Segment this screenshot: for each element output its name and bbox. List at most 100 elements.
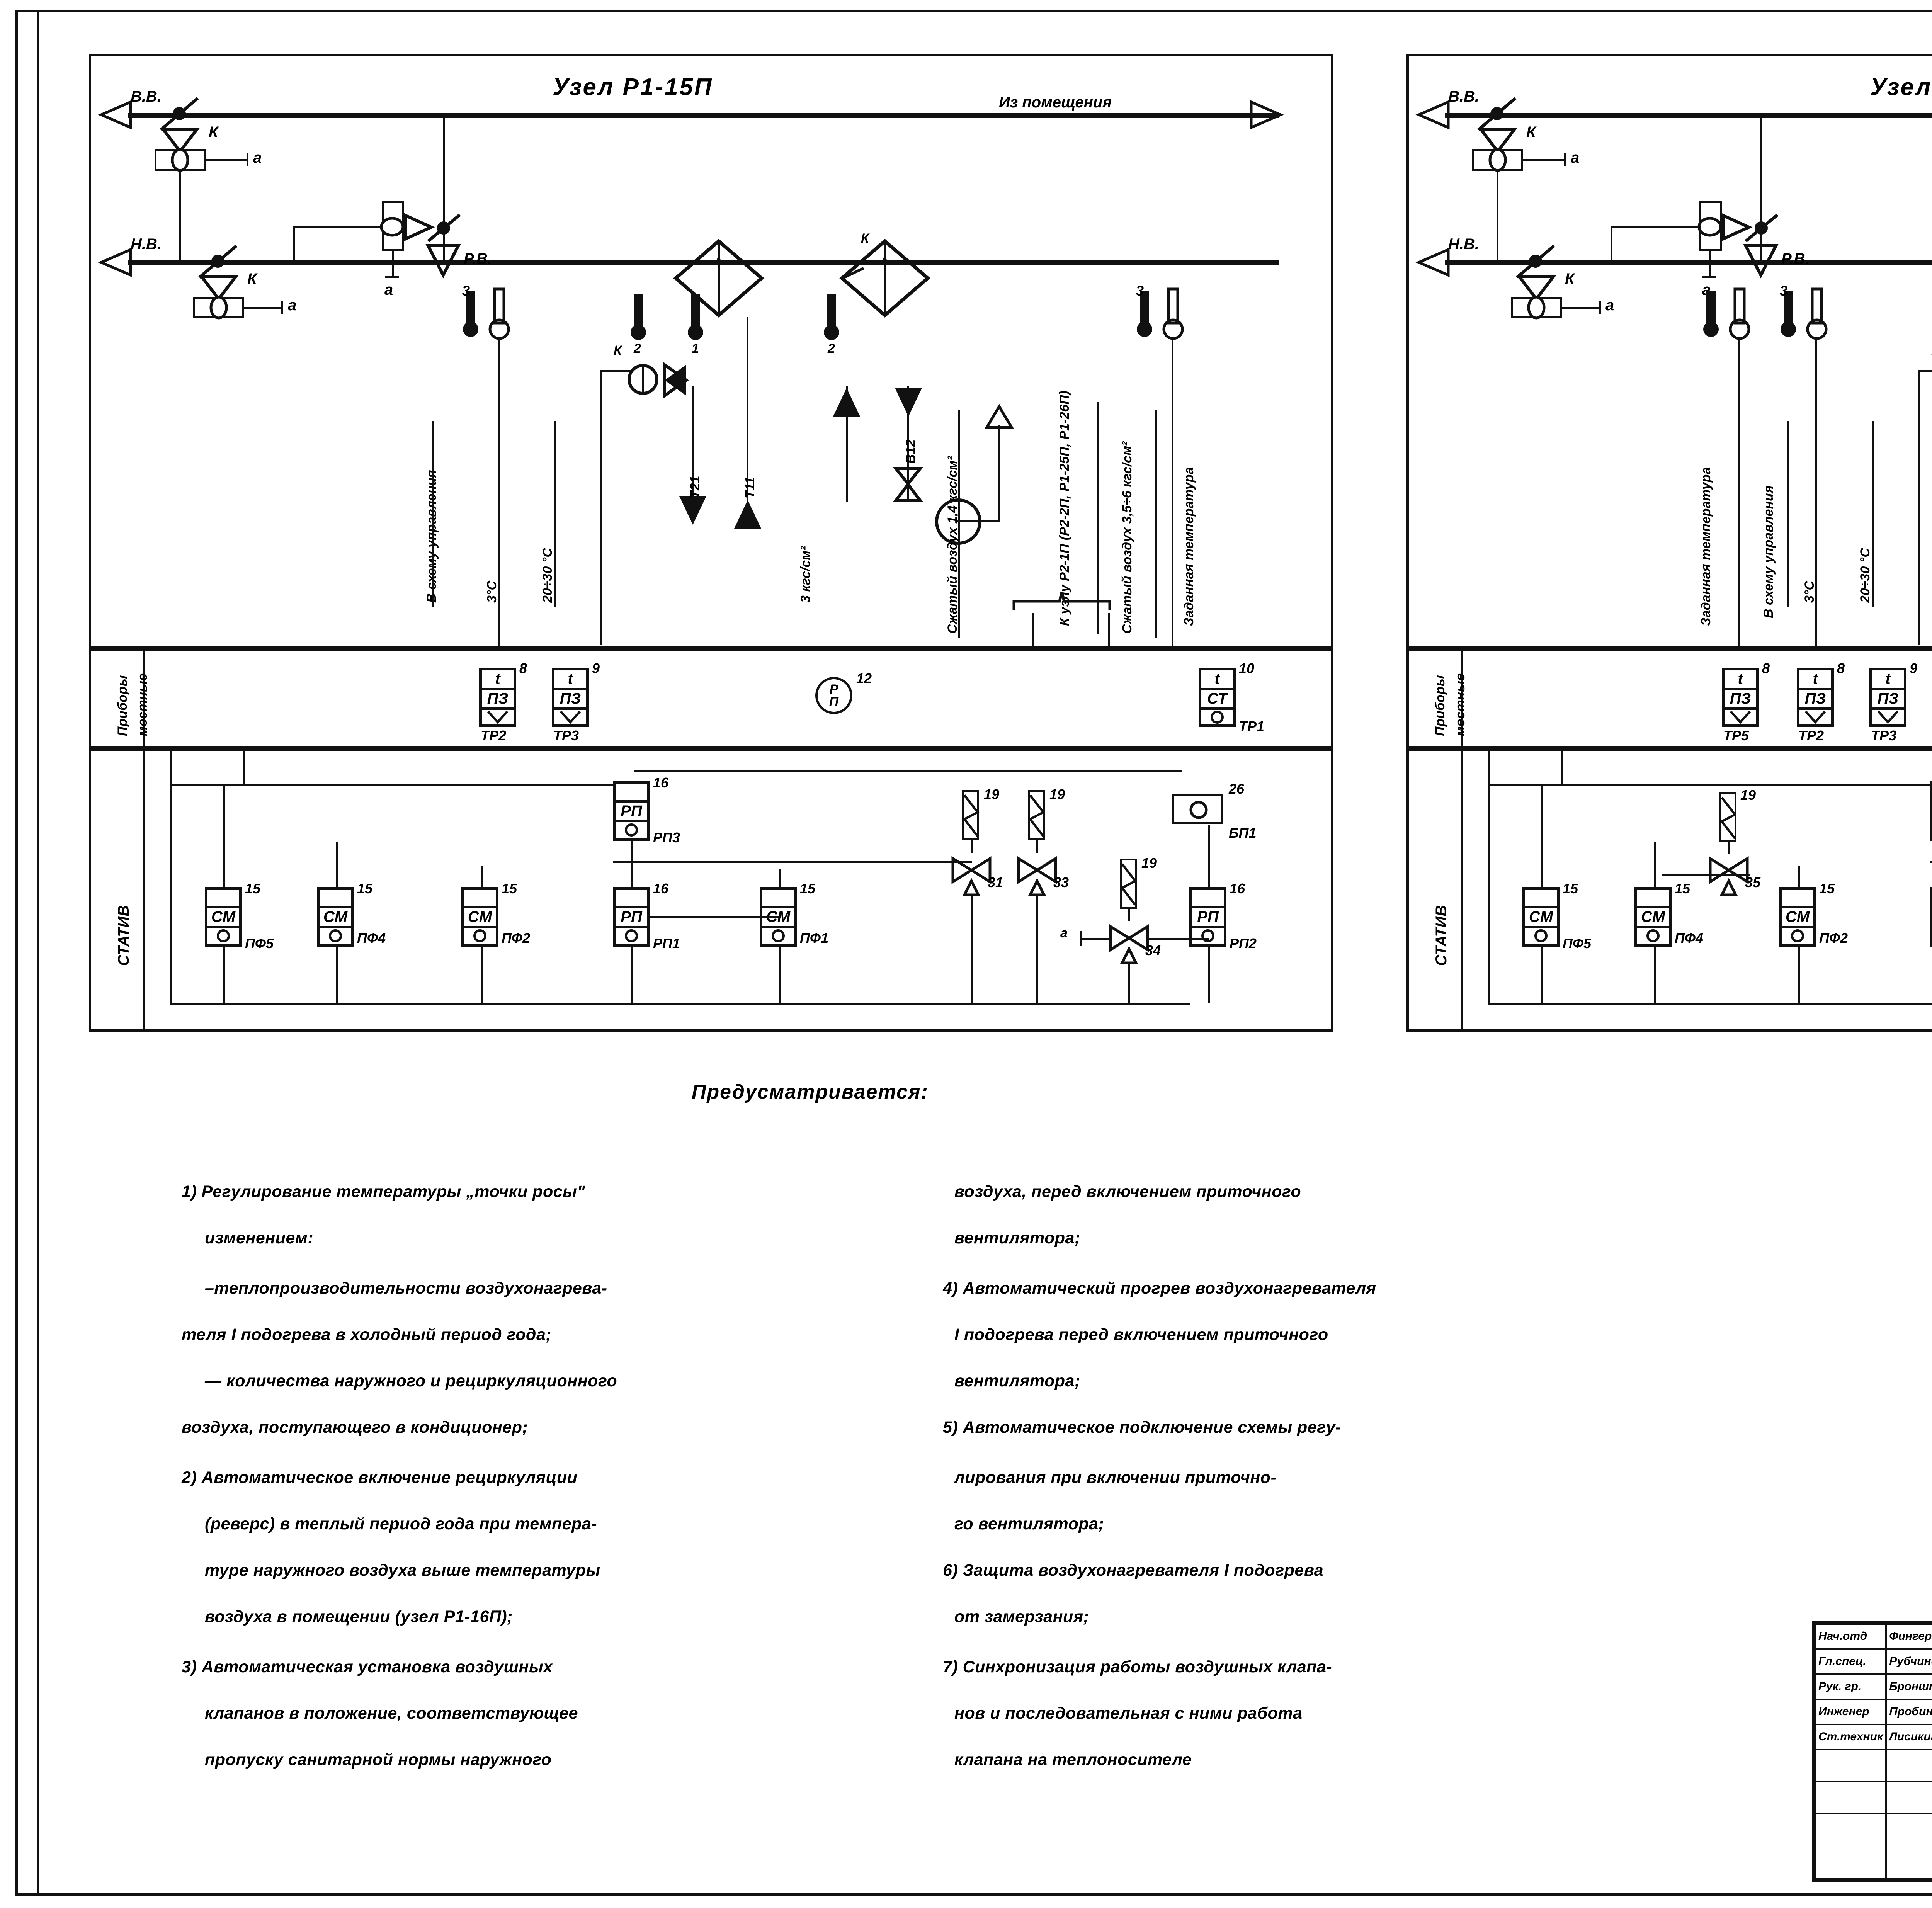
damper-actuator-bottom-right (1516, 275, 1557, 302)
label-valve-k-left: К (614, 343, 622, 358)
duct-top-right (1445, 113, 1932, 118)
rack-riser-left-6 (1208, 947, 1210, 1003)
rack-drop-left-4 (631, 841, 633, 889)
rp1-row1: РП (616, 908, 647, 928)
lead-a-bottom-left (244, 307, 283, 309)
pf4r-circle (1646, 929, 1660, 943)
instrument-pf5-left[interactable]: СМ (205, 887, 242, 947)
vlabel-rule-right-2 (1815, 421, 1817, 607)
label-damper-k-bottom-left: К (247, 270, 257, 287)
booster-left[interactable] (1172, 794, 1223, 824)
note-line: туре наружного воздуха выше температуры (205, 1561, 600, 1580)
valve-lead-left (601, 370, 631, 372)
rack-drop-right-1 (1541, 784, 1543, 888)
name-pf1-left: ПФ1 (800, 930, 829, 946)
note-line: воздуха в помещении (узел Р1-16П); (205, 1607, 513, 1626)
rack-drop-right-2 (1654, 842, 1656, 889)
rack-drop-left-3 (481, 866, 483, 889)
note-line: изменением: (205, 1229, 314, 1247)
vlabel-right-2: 3°С (1802, 580, 1817, 603)
arrow-in-vv-left (98, 100, 132, 130)
vlabel-rule-left-2 (554, 421, 556, 607)
instrument-rp2-left[interactable]: РП (1189, 887, 1226, 947)
heater-2-left (839, 239, 930, 318)
note-line: — количества наружного и рециркуляционно… (205, 1372, 617, 1390)
tb-blank-r6-c0 (1814, 1780, 1887, 1815)
instrument-rp-round-row0: Р (829, 682, 838, 697)
note-line: 5) Автоматическое подключение схемы регу… (943, 1418, 1341, 1437)
vlabel-rule-right-1 (1787, 421, 1789, 607)
instrument-pf2-right[interactable]: СМ (1779, 887, 1816, 947)
manual-a-lead-left (1082, 938, 1111, 940)
instrument-tr5-right[interactable]: t ПЗ (1722, 668, 1759, 727)
instrument-tr3-right[interactable]: t ПЗ (1869, 668, 1906, 727)
tag-sensor-3r-left: 3 (1136, 283, 1144, 299)
name-tr2-right: ТР2 (1798, 728, 1824, 743)
note-line: (реверс) в теплый период года при темпер… (205, 1515, 597, 1533)
rack-link-left-b (1149, 938, 1209, 940)
rack-bus-right-4 (1488, 1003, 1932, 1005)
label-b12-left: В12 (903, 439, 918, 464)
instrument-tr2-left[interactable]: t ПЗ (479, 668, 516, 727)
note-line: лирования при включении приточно- (954, 1468, 1277, 1487)
tag-pf2-right: 15 (1819, 881, 1835, 896)
label-heater2-k-left: К (861, 231, 869, 246)
tr5-row2 (1725, 710, 1756, 724)
label-valve-35-right: 35 (1745, 874, 1761, 890)
rack-riser-left-1 (223, 947, 225, 1003)
rack-riser-left-3 (481, 947, 483, 1003)
instrument-tr1-row1: СТ (1201, 690, 1233, 710)
note-line: клапанов в положение, соответствующее (205, 1704, 578, 1723)
name-rp3-left: РП3 (653, 830, 680, 845)
tag-sensor-left-1: 2 (634, 341, 641, 356)
instrument-rp-round-left[interactable]: Р П (815, 677, 852, 714)
tb-role-1: Гл.спец. (1814, 1648, 1887, 1675)
instrument-pf5-right[interactable]: СМ (1522, 887, 1560, 947)
row-label-rack-right: СТАТИВ (1433, 905, 1450, 966)
instrument-rp3-left[interactable]: РП (613, 781, 650, 841)
row-sep-local-bot-right (1409, 746, 1932, 751)
instrument-tr2-row2 (482, 710, 514, 724)
instrument-tr3-left[interactable]: t ПЗ (552, 668, 589, 727)
row-label-local-b-left: местные (135, 673, 150, 736)
rp1-row2 (616, 928, 647, 944)
row-col-left-2 (143, 746, 145, 1030)
tag-sensor-left-2: 1 (692, 341, 699, 356)
tag-tr3-left: 9 (592, 660, 600, 676)
rack-drop-right-3 (1798, 866, 1800, 889)
instrument-rp1-left[interactable]: РП (613, 887, 650, 947)
solenoid-coil-31-zig-left (963, 794, 980, 837)
label-valve-31-left: 31 (988, 874, 1003, 890)
lead-a-tick-bottom-right (1599, 301, 1601, 314)
pf1-row0 (762, 890, 794, 908)
pf2-circle (473, 929, 486, 943)
instrument-pf4-left[interactable]: СМ (317, 887, 354, 947)
rack-drop-left-7 (971, 840, 973, 853)
label-manual-a-left: а (1060, 926, 1068, 940)
rv-actuator-left (404, 213, 435, 241)
lead-a-tick-top-left (247, 153, 248, 166)
instrument-pf2-left[interactable]: СМ (461, 887, 498, 947)
row-col-right-1 (1461, 646, 1463, 746)
pf4-row2 (320, 928, 351, 944)
instrument-tr1-left[interactable]: t СТ (1199, 668, 1236, 727)
rp1-circle (625, 929, 638, 943)
rack-riser-left-2 (336, 947, 338, 1003)
rack-riser-left-5 (779, 947, 781, 1003)
valve-31-left (951, 856, 992, 896)
diagram-left-title: Узел Р1-15П (553, 74, 713, 100)
pipe-t21-arrow-left (679, 496, 706, 525)
instrument-pf4-right[interactable]: СМ (1634, 887, 1672, 947)
instrument-rp1-right[interactable]: РП (1930, 887, 1932, 947)
note-line: воздуха, перед включением приточного (954, 1182, 1301, 1201)
shutoff-valve-b12-left (892, 467, 924, 502)
rack-riser-right-1 (1541, 947, 1543, 1003)
pipe-t21-left (692, 386, 694, 502)
tag-rp-round-left: 12 (856, 670, 872, 686)
rp3-row2 (616, 822, 647, 838)
pf2r-row0 (1782, 890, 1813, 908)
vlabel-rule-left-0 (432, 421, 434, 607)
pf4r-row2 (1637, 928, 1669, 944)
instrument-tr2-right[interactable]: t ПЗ (1797, 668, 1834, 727)
instrument-rp3-right[interactable]: РП (1930, 781, 1932, 841)
